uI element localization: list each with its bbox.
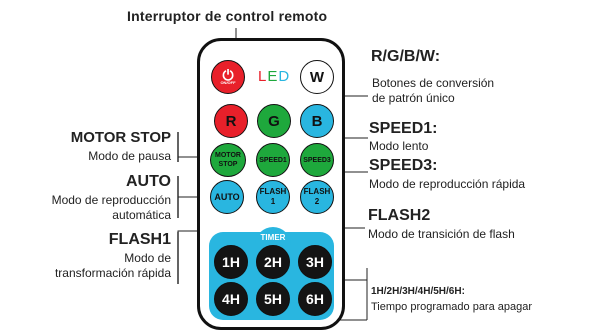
led-label: LED xyxy=(258,68,290,85)
flash2-desc: Modo de transición de flash xyxy=(368,227,515,241)
motor-stop-desc: Modo de pausa xyxy=(88,149,171,163)
flash1-label-2: 1 xyxy=(270,197,276,206)
led-letter-e: E xyxy=(267,68,279,85)
timer-1h-button[interactable]: 1H xyxy=(214,245,248,279)
flash2-label-1: FLASH xyxy=(303,187,331,196)
timer-6h-label: 6H xyxy=(306,291,324,307)
motor-stop-button[interactable]: MOTOR STOP xyxy=(210,143,246,177)
timer-6h-button[interactable]: 6H xyxy=(298,282,332,316)
auto-title: AUTO xyxy=(125,173,171,190)
timer-4h-label: 4H xyxy=(222,291,240,307)
power-button[interactable]: ⏻ ON/OFF xyxy=(211,60,245,94)
timer-2h-label: 2H xyxy=(264,254,282,270)
rgbw-title: R/G/B/W: xyxy=(371,48,441,65)
w-button[interactable]: W xyxy=(300,60,334,94)
flash1-desc-2: transformación rápida xyxy=(54,266,171,280)
motor-stop-label-1: MOTOR xyxy=(215,152,241,159)
speed3-desc: Modo de reproducción rápida xyxy=(369,177,526,191)
auto-desc-1: Modo de reproducción xyxy=(51,193,171,207)
timer-5h-button[interactable]: 5H xyxy=(256,282,290,316)
w-button-label: W xyxy=(309,68,325,86)
speed3-button[interactable]: SPEED3 xyxy=(300,143,334,177)
rgbw-desc-1: Botones de conversión xyxy=(372,76,495,90)
timer-3h-button[interactable]: 3H xyxy=(298,245,332,279)
led-letter-l: L xyxy=(258,68,268,85)
flash2-button[interactable]: FLASH 2 xyxy=(300,180,334,214)
power-sub-label: ON/OFF xyxy=(220,80,236,85)
timer-tab xyxy=(255,227,291,249)
speed1-desc: Modo lento xyxy=(369,139,429,153)
flash2-label-2: 2 xyxy=(314,197,320,206)
auto-button-label: AUTO xyxy=(214,191,240,202)
rgbw-desc-2: de patrón único xyxy=(372,91,455,105)
led-letter-d: D xyxy=(278,68,291,85)
speed3-button-label: SPEED3 xyxy=(303,156,331,164)
timer-2h-button[interactable]: 2H xyxy=(256,245,290,279)
motor-stop-title: MOTOR STOP xyxy=(70,129,171,146)
speed1-button-label: SPEED1 xyxy=(259,156,287,164)
timer-title: 1H/2H/3H/4H/5H/6H: xyxy=(371,286,465,297)
flash1-desc-1: Modo de xyxy=(124,251,171,265)
r-button[interactable]: R xyxy=(214,104,248,138)
timer-1h-label: 1H xyxy=(222,254,240,270)
flash2-title: FLASH2 xyxy=(368,207,431,224)
flash1-title: FLASH1 xyxy=(108,231,171,248)
page-title: Interruptor de control remoto xyxy=(127,8,328,24)
g-button-label: G xyxy=(268,112,280,130)
flash1-button[interactable]: FLASH 1 xyxy=(256,180,290,214)
timer-desc: Tiempo programado para apagar xyxy=(371,301,533,313)
speed1-title: SPEED1: xyxy=(369,120,438,137)
auto-button[interactable]: AUTO xyxy=(210,180,244,214)
power-icon: ⏻ xyxy=(222,67,234,83)
timer-label: TIMER xyxy=(260,233,286,242)
timer-4h-button[interactable]: 4H xyxy=(214,282,248,316)
r-button-label: R xyxy=(225,112,237,130)
motor-stop-label-2: STOP xyxy=(218,161,238,168)
timer-3h-label: 3H xyxy=(306,254,324,270)
auto-desc-2: automática xyxy=(112,208,171,222)
timer-5h-label: 5H xyxy=(264,291,282,307)
b-button-label: B xyxy=(311,112,323,130)
g-button[interactable]: G xyxy=(257,104,291,138)
b-button[interactable]: B xyxy=(300,104,334,138)
speed1-button[interactable]: SPEED1 xyxy=(256,143,290,177)
speed3-title: SPEED3: xyxy=(369,157,438,174)
flash1-label-1: FLASH xyxy=(259,187,287,196)
